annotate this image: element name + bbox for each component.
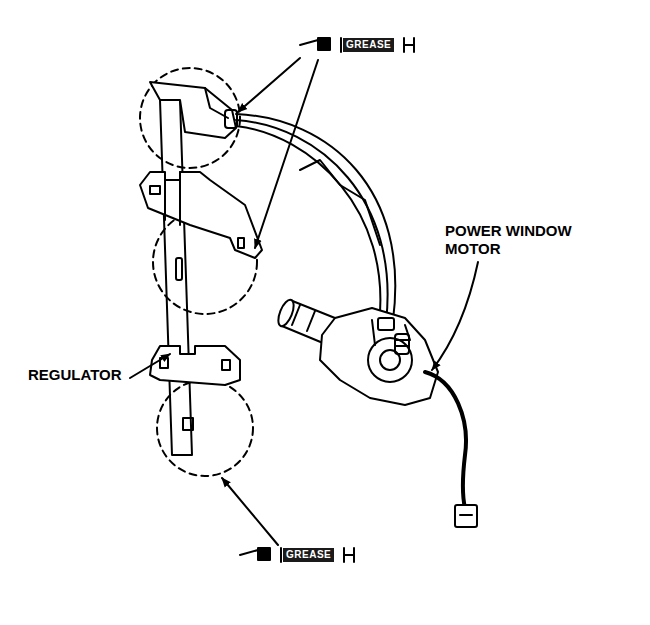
part-name: POWER WINDOW MOTOR: [445, 222, 595, 258]
part-name: REGULATOR: [28, 366, 122, 384]
grease-tag: GREASE: [283, 548, 334, 562]
grease-tag: GREASE: [343, 38, 394, 52]
